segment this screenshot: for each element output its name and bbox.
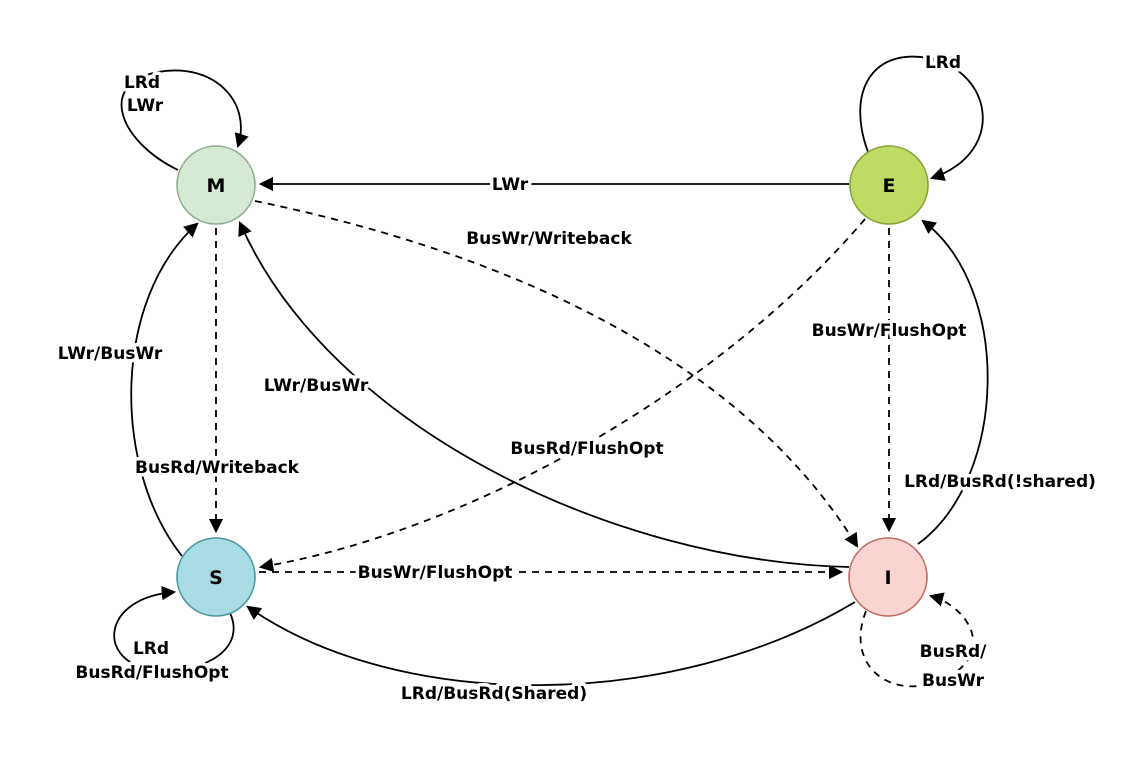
edge-s-to-m — [130, 222, 199, 557]
state-label-invalid: I — [884, 567, 891, 589]
edge-label-s-self-lrd: LRd — [133, 639, 169, 659]
edge-label-s-to-i: BusWr/FlushOpt — [358, 563, 513, 583]
state-node-modified — [176, 145, 256, 225]
edge-label-s-self-busrd: BusRd/FlushOpt — [75, 663, 228, 683]
edge-label-e-to-s: BusRd/FlushOpt — [510, 439, 663, 459]
edge-label-m-to-i: BusWr/Writeback — [466, 229, 632, 249]
edge-label-e-to-i: BusWr/FlushOpt — [812, 321, 967, 341]
state-label-modified: M — [207, 175, 226, 197]
edge-label-m-to-s: BusRd/Writeback — [135, 458, 300, 478]
edge-label-e-to-m: LWr — [492, 175, 529, 195]
state-node-invalid — [848, 537, 928, 617]
edge-i-to-e — [917, 219, 989, 545]
edge-label-i-to-m: LWr/BusWr — [264, 376, 369, 396]
edge-m-to-i — [254, 200, 859, 548]
edge-label-i-to-e: LRd/BusRd(!shared) — [904, 472, 1096, 492]
edge-label-e-self-lrd: LRd — [925, 53, 961, 73]
state-label-exclusive: E — [883, 175, 896, 197]
edge-label-m-self-lwr: LWr — [127, 96, 164, 116]
state-label-shared: S — [209, 567, 223, 589]
edge-label-s-to-m: LWr/BusWr — [58, 344, 163, 364]
edge-i-to-m — [238, 221, 850, 568]
edge-e-to-s — [258, 218, 866, 573]
edge-i-self-loop — [859, 592, 975, 688]
state-node-exclusive — [849, 145, 929, 225]
edge-label-i-to-s: LRd/BusRd(Shared) — [401, 684, 587, 704]
edge-m-self-loop — [120, 69, 249, 171]
edge-s-self-loop — [113, 585, 235, 672]
edge-label-layer: LRd LWr LRd LWr BusWr/Writeback BusWr/Fl… — [54, 50, 1099, 708]
edge-label-i-self-busrd: BusRd/ — [920, 642, 987, 662]
edge-e-self-loop — [859, 55, 984, 181]
edge-layer — [113, 55, 989, 688]
edge-label-m-self-lrd: LRd — [124, 73, 160, 93]
edge-i-to-s — [246, 601, 856, 687]
state-layer: M E S I — [176, 145, 929, 617]
edge-label-i-self-buswr: BusWr — [922, 671, 985, 691]
state-node-shared — [176, 537, 256, 617]
